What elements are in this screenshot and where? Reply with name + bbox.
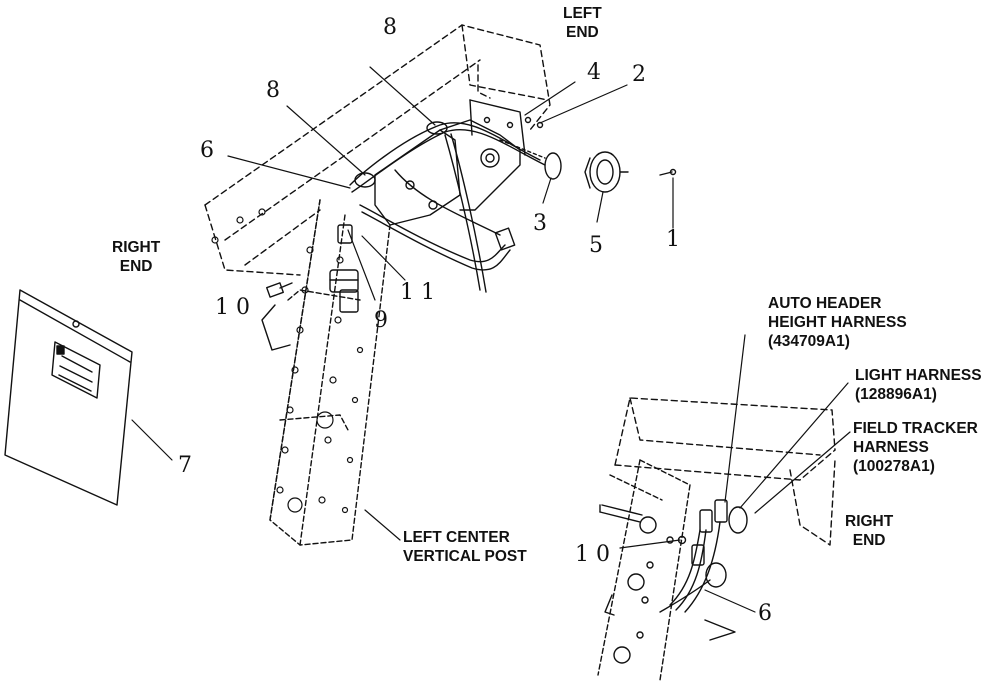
callout-1: 1 <box>666 227 680 252</box>
callout-5: 5 <box>589 233 603 258</box>
decal-panel <box>4 289 133 506</box>
detail-connectors <box>599 499 748 641</box>
callout-2: 2 <box>632 62 646 87</box>
callout-10-main: 1 0 <box>215 295 250 320</box>
header-beam <box>204 24 551 276</box>
bolt-10 <box>266 282 293 298</box>
harness-connectors <box>261 224 359 351</box>
receptacle-assembly <box>499 116 677 193</box>
callout-11: 1 1 <box>400 280 435 305</box>
callout-8-top: 8 <box>383 15 397 40</box>
label-light-harness: LIGHT HARNESS(128896A1) <box>855 367 982 403</box>
detail-beam <box>614 397 836 546</box>
callout-10-detail: 1 0 <box>575 542 610 567</box>
callout-8-left: 8 <box>266 78 280 103</box>
callout-4: 4 <box>587 60 601 85</box>
detail-post-holes <box>613 516 674 664</box>
harness-cables <box>349 121 546 293</box>
detail-post <box>597 459 691 681</box>
vertical-post <box>269 199 391 546</box>
callout-6-main: 6 <box>200 138 214 163</box>
callout-6-detail: 6 <box>758 601 772 626</box>
post-holes <box>211 208 364 514</box>
callout-3: 3 <box>533 211 547 236</box>
leader-lines <box>131 66 851 613</box>
callout-7: 7 <box>178 453 192 478</box>
callout-9: 9 <box>374 308 388 333</box>
